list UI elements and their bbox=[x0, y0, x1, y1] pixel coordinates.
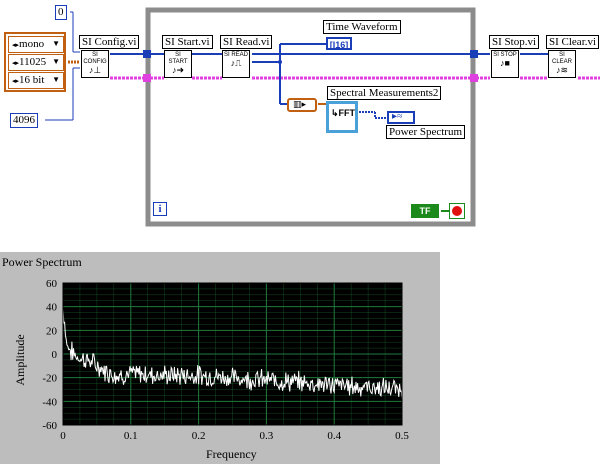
eraser-icon: ♪≋ bbox=[555, 65, 569, 75]
loop-condition-terminal[interactable] bbox=[449, 203, 465, 219]
spectral-measurements-label: Spectral Measurements2 bbox=[327, 86, 442, 100]
read-vi-label: SI Read.vi bbox=[220, 35, 273, 49]
stop-icon bbox=[452, 206, 462, 216]
block-diagram-wires bbox=[45, 7, 600, 227]
clear-icon-text: SI CLEAR bbox=[551, 52, 572, 65]
power-spectrum-label: Power Spectrum bbox=[386, 125, 466, 139]
time-waveform-terminal[interactable]: [I16] bbox=[326, 37, 352, 50]
si-start-vi[interactable]: SI START ♪➜ bbox=[164, 50, 192, 78]
x-tick-label: 0.5 bbox=[395, 430, 409, 442]
si-config-vi[interactable]: SI CONFIG ♪⊥ bbox=[81, 50, 109, 78]
fft-icon: ↳FFT bbox=[331, 108, 356, 118]
x-axis-label: Frequency bbox=[206, 447, 257, 461]
while-loop-frame[interactable] bbox=[145, 7, 476, 227]
spectral-measurements-express-vi[interactable]: ↳FFT bbox=[326, 101, 358, 133]
stop-square-icon: ♪■ bbox=[500, 58, 510, 68]
y-tick-label: -20 bbox=[42, 373, 57, 385]
enum-arrows-icon: ◂▸ bbox=[12, 59, 20, 67]
power-spectrum-trace bbox=[62, 308, 403, 399]
y-tick-label: -40 bbox=[42, 396, 57, 408]
x-tick-label: 0.3 bbox=[260, 430, 274, 442]
y-tick-label: 40 bbox=[46, 302, 58, 314]
power-spectrum-terminal[interactable]: ▸≈ bbox=[387, 111, 415, 124]
graph-title: Power Spectrum bbox=[2, 255, 82, 269]
dropdown-arrow-icon: ▼ bbox=[52, 75, 60, 84]
buffer-size-constant[interactable]: 4096 bbox=[10, 113, 38, 128]
bits-enum[interactable]: ◂▸16 bit ▼ bbox=[8, 72, 64, 89]
stop-vi-label: SI Stop.vi bbox=[489, 35, 540, 49]
x-tick-label: 0.2 bbox=[192, 430, 206, 442]
speaker-config-icon: ♪⊥ bbox=[88, 65, 102, 75]
rate-enum[interactable]: ◂▸11025 ▼ bbox=[8, 54, 64, 71]
si-read-vi[interactable]: SI READ ♪⎍ bbox=[222, 50, 250, 78]
dropdown-arrow-icon: ▼ bbox=[52, 39, 60, 48]
y-tick-label: -60 bbox=[42, 420, 57, 432]
dropdown-arrow-icon: ▼ bbox=[52, 57, 60, 66]
y-tick-label: 20 bbox=[46, 325, 58, 337]
y-tick-label: 0 bbox=[52, 349, 58, 361]
mono-enum[interactable]: ◂▸mono ▼ bbox=[8, 36, 64, 53]
enum-arrows-icon: ◂▸ bbox=[12, 77, 20, 85]
power-spectrum-graph-panel: Power Spectrum 0 0.1 0.2 0.3 0.4 0.5 60 40 20 0 -2… bbox=[0, 252, 440, 464]
boolean-constant[interactable]: TF bbox=[411, 204, 439, 218]
si-stop-vi[interactable]: SI STOP ♪■ bbox=[491, 50, 519, 78]
start-vi-label: SI Start.vi bbox=[162, 35, 213, 49]
x-tick-label: 0.4 bbox=[327, 430, 341, 442]
waveform-icon: ♪⎍ bbox=[230, 58, 242, 68]
si-clear-vi[interactable]: SI CLEAR ♪≋ bbox=[548, 50, 576, 78]
power-spectrum-chart: 0 0.1 0.2 0.3 0.4 0.5 60 40 20 0 -20 -40 -60 bbox=[42, 278, 409, 442]
read-icon-text: SI READ bbox=[223, 52, 248, 58]
y-axis-label: Amplitude bbox=[13, 334, 27, 386]
convert-to-dynamic-node[interactable]: ▥▸ bbox=[287, 98, 317, 112]
config-vi-label: SI Config.vi bbox=[79, 35, 140, 49]
constant-zero[interactable]: 0 bbox=[55, 5, 67, 20]
start-icon-text: SI START bbox=[168, 52, 188, 65]
x-tick-label: 0 bbox=[60, 430, 66, 442]
plot-border bbox=[62, 282, 403, 426]
enum-arrows-icon: ◂▸ bbox=[12, 41, 20, 49]
stop-icon-text: SI STOP bbox=[493, 52, 517, 58]
config-icon-text: SI CONFIG bbox=[83, 52, 107, 65]
time-waveform-label: Time Waveform bbox=[323, 20, 401, 34]
play-arrow-icon: ♪➜ bbox=[171, 65, 185, 75]
clear-vi-label: SI Clear.vi bbox=[546, 35, 600, 49]
loop-iteration-terminal: i bbox=[153, 202, 167, 216]
x-tick-label: 0.1 bbox=[124, 430, 138, 442]
format-cluster: ◂▸mono ▼ ◂▸11025 ▼ ◂▸16 bit ▼ bbox=[4, 32, 66, 92]
conversion-icon: ▥▸ bbox=[293, 99, 307, 109]
dynamic-data-icon: ▸≈ bbox=[392, 111, 403, 122]
y-tick-label: 60 bbox=[46, 278, 58, 290]
